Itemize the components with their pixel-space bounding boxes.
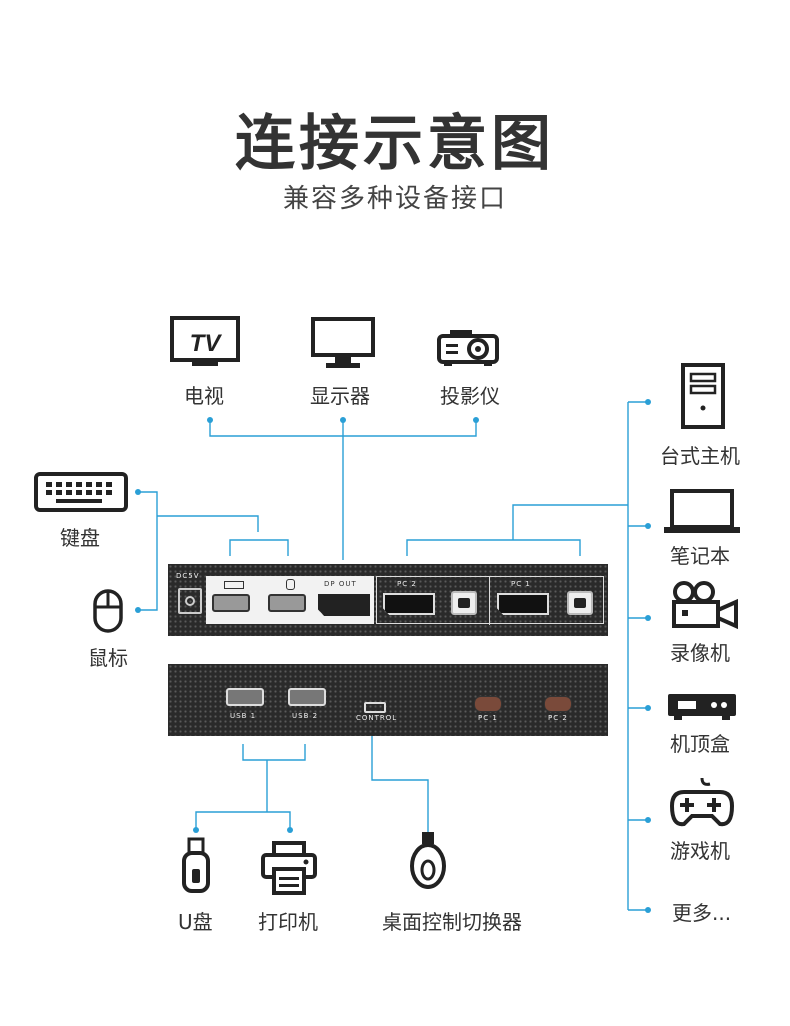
pc2-label: PC 2 [397, 580, 417, 588]
device-label-set-top-box: 机顶盒 [670, 732, 730, 756]
usb-mouse-port [268, 594, 306, 612]
dp-out-port [318, 594, 370, 616]
front-pc2-label: PC 2 [548, 714, 568, 722]
desktop-controller-icon [408, 830, 448, 894]
kvm-switch-back-panel: DC5V DP OUT PC 2 PC 1 [168, 564, 608, 636]
usb2-label: USB 2 [292, 712, 319, 720]
mouse-port-mark-icon [286, 579, 295, 590]
dp-out-label: DP OUT [324, 580, 357, 588]
tv-icon: TV [170, 316, 242, 372]
pc-port-panel: PC 2 PC 1 [376, 576, 604, 625]
kvm-switch-front-panel: USB 1 USB 2 CONTROL PC 1 PC 2 [168, 664, 608, 736]
device-label-desktop-controller: 桌面控制切换器 [382, 910, 522, 934]
pc1-label: PC 1 [511, 580, 531, 588]
device-label-projector: 投影仪 [440, 384, 500, 408]
dc-power-port [178, 588, 202, 614]
monitor-icon [310, 316, 376, 374]
keyboard-icon [34, 472, 128, 516]
page-subtitle: 兼容多种设备接口 [282, 184, 507, 214]
device-label-monitor: 显示器 [310, 384, 370, 408]
device-label-mouse: 鼠标 [88, 646, 128, 670]
device-label-laptop: 笔记本 [670, 544, 730, 568]
pc1-dp-port [497, 593, 549, 615]
device-label-tv: 电视 [184, 384, 224, 408]
laptop-icon [662, 488, 742, 540]
device-label-keyboard: 键盘 [60, 526, 100, 550]
pc1-usb-b-port [567, 591, 593, 615]
device-label-printer: 打印机 [258, 910, 318, 934]
device-label-camcorder: 录像机 [670, 641, 730, 665]
pc1-led-indicator [474, 696, 502, 712]
desktop-tower-icon [680, 362, 726, 434]
control-port [364, 702, 386, 713]
device-label-gamepad: 游戏机 [670, 839, 730, 863]
gamepad-icon [669, 774, 735, 834]
tv-icon-text: TV [190, 330, 223, 357]
projector-icon [436, 326, 502, 372]
device-label-desktop: 台式主机 [660, 444, 740, 468]
usb1-label: USB 1 [230, 712, 257, 720]
control-label: CONTROL [356, 714, 398, 722]
usb2-port [288, 688, 326, 706]
page-title: 连接示意图 [235, 109, 555, 179]
set-top-box-icon [666, 692, 738, 726]
usb1-port [226, 688, 264, 706]
printer-icon [260, 840, 318, 900]
pc2-usb-b-port [451, 591, 477, 615]
keyboard-port-mark-icon [224, 581, 244, 589]
pc2-led-indicator [544, 696, 572, 712]
usb-drive-icon [180, 836, 212, 898]
power-label: DC5V [176, 572, 200, 580]
front-pc1-label: PC 1 [478, 714, 498, 722]
device-label-more: 更多... [672, 901, 732, 925]
camcorder-icon [670, 580, 740, 634]
mouse-icon [92, 588, 124, 638]
pc2-dp-port [383, 593, 435, 615]
usb-keyboard-port [212, 594, 250, 612]
device-label-usb-drive: U盘 [178, 910, 213, 934]
usb-port-panel: DP OUT [206, 576, 374, 624]
